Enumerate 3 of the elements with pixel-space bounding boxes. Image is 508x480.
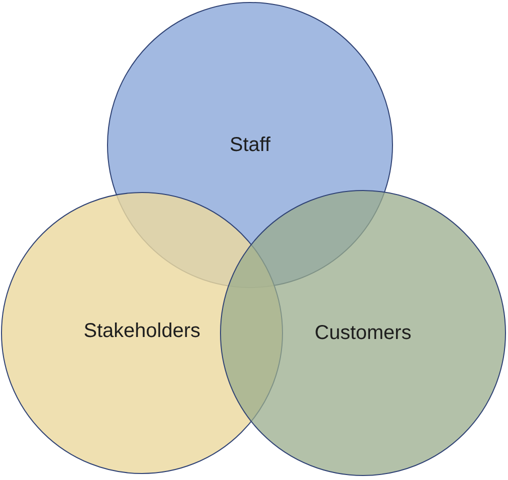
circle-label: Staff xyxy=(230,134,270,156)
circle-label: Customers xyxy=(314,322,412,344)
circle-label: Stakeholders xyxy=(84,320,200,342)
